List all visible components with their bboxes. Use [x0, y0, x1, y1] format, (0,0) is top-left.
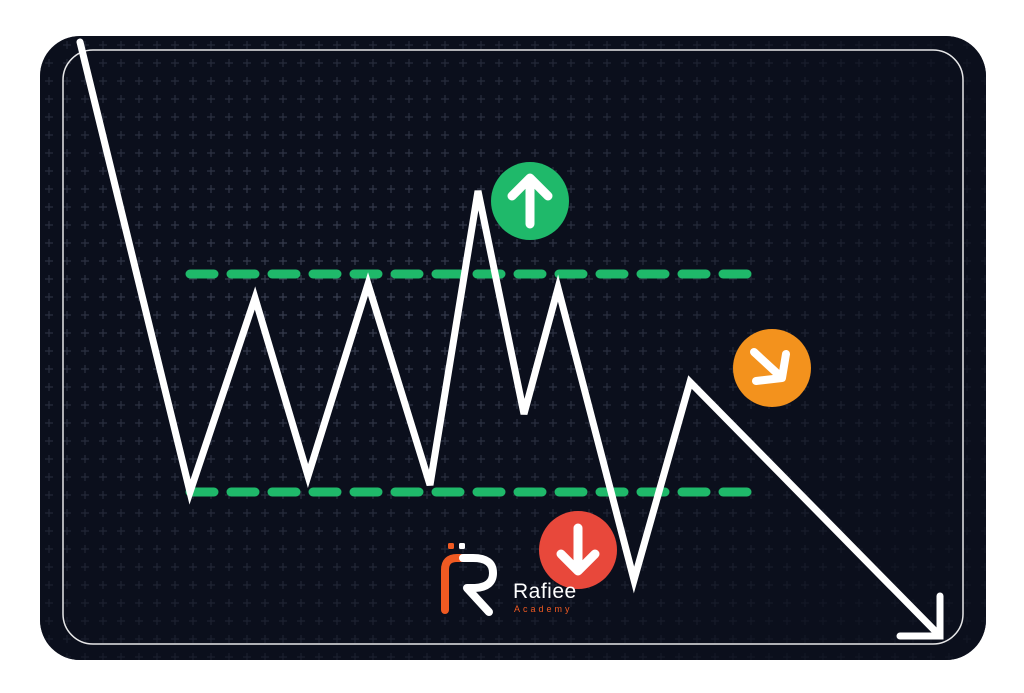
up-arrow-icon [491, 162, 569, 240]
inner-frame [62, 49, 964, 645]
chart-card: Rafiee Academy [40, 36, 986, 660]
rafiee-logo: Rafiee Academy [437, 540, 597, 620]
path-end-arrowhead [896, 592, 944, 640]
logo-subtitle: Academy [514, 604, 573, 614]
pattern-diagram [40, 36, 986, 660]
price-path [76, 38, 944, 640]
logo-name: Rafiee [513, 580, 577, 603]
down-arrow-icon [539, 511, 617, 589]
logo-mark [441, 543, 497, 616]
right-down-arrow-icon [733, 329, 811, 407]
